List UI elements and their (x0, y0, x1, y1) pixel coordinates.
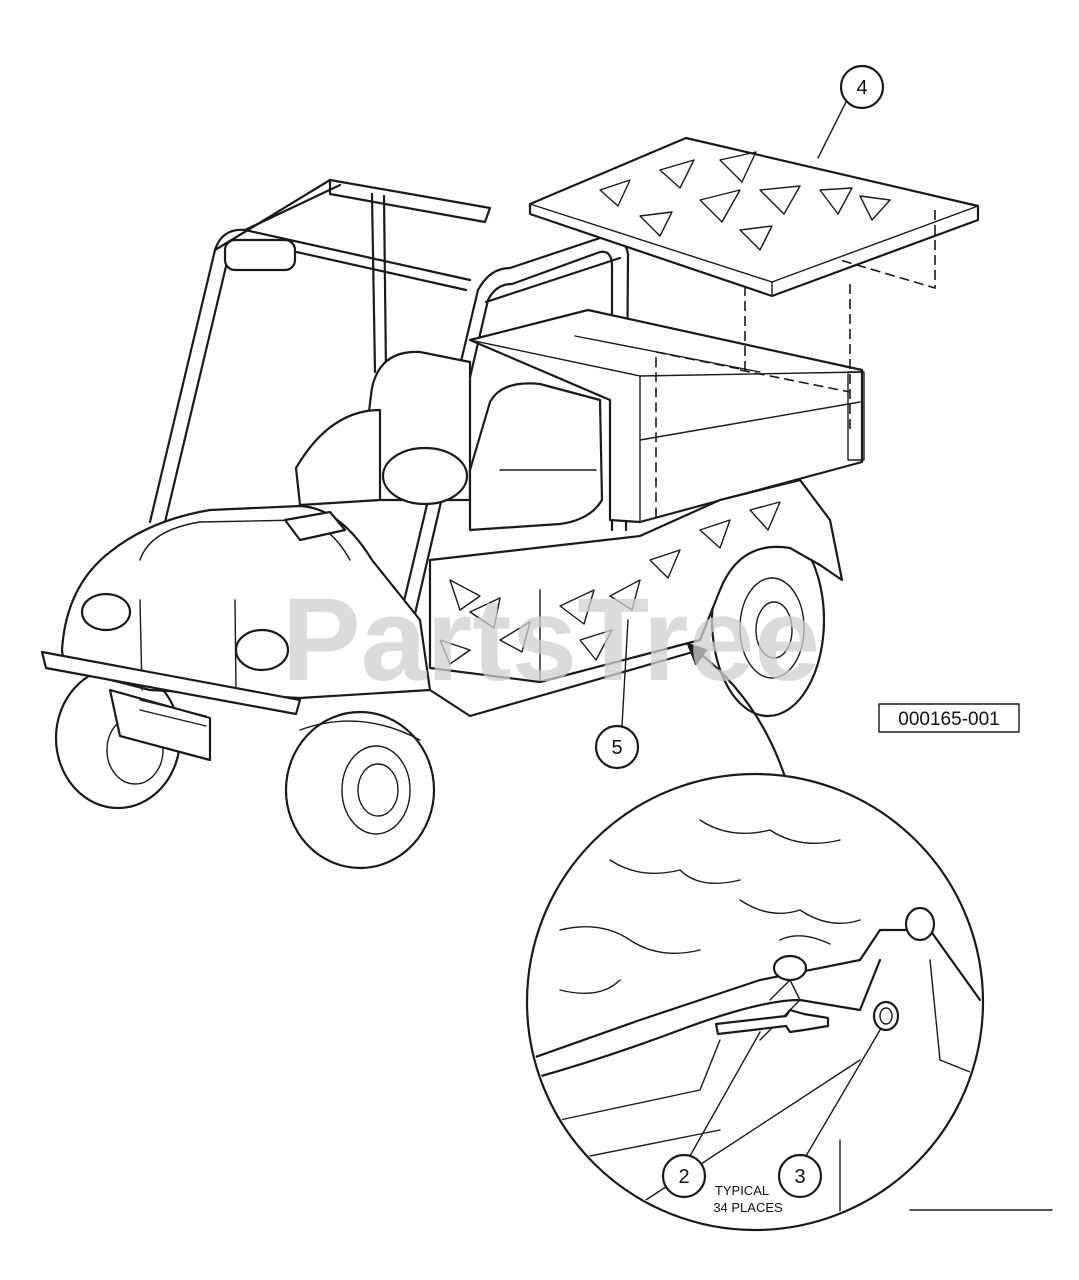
rocker-panel (428, 648, 702, 718)
note-line-2: 34 PLACES (713, 1200, 783, 1215)
rivet-head-upper (904, 906, 936, 942)
detail-view (525, 772, 985, 1232)
right-headlight (234, 628, 290, 672)
roll-cage (148, 178, 630, 620)
callout-5-label: 5 (611, 737, 622, 759)
retainer-cap (872, 1000, 900, 1032)
callout-4: 4 (817, 64, 885, 159)
callout-5: 5 (594, 619, 640, 770)
watermark-logo: PartsTree (282, 574, 820, 706)
seats (294, 350, 604, 532)
steering-wheel (381, 446, 469, 506)
reference-code: 000165-001 (898, 709, 999, 730)
assembly-lines (655, 210, 936, 520)
canopy-top (528, 136, 980, 298)
detail-leader-arrow (686, 642, 788, 782)
reference-code-box: 000165-001 (878, 703, 1020, 733)
callout-2-label: 2 (678, 1166, 689, 1188)
rivet-head-lower (772, 954, 808, 982)
note-line-1: TYPICAL (715, 1183, 769, 1198)
side-panel (428, 478, 844, 684)
callout-2: 2 (661, 1031, 761, 1199)
rivet (714, 1008, 830, 1036)
front-near-wheel (284, 710, 436, 870)
front-bumper (40, 650, 302, 762)
callout-3-label: 3 (794, 1166, 805, 1188)
utility-vehicle-drawing (40, 178, 865, 870)
callout-3: 3 (777, 1029, 881, 1199)
callout-4-label: 4 (856, 77, 867, 99)
typical-note: TYPICAL 34 PLACES (713, 1183, 783, 1215)
left-headlight (80, 592, 132, 632)
